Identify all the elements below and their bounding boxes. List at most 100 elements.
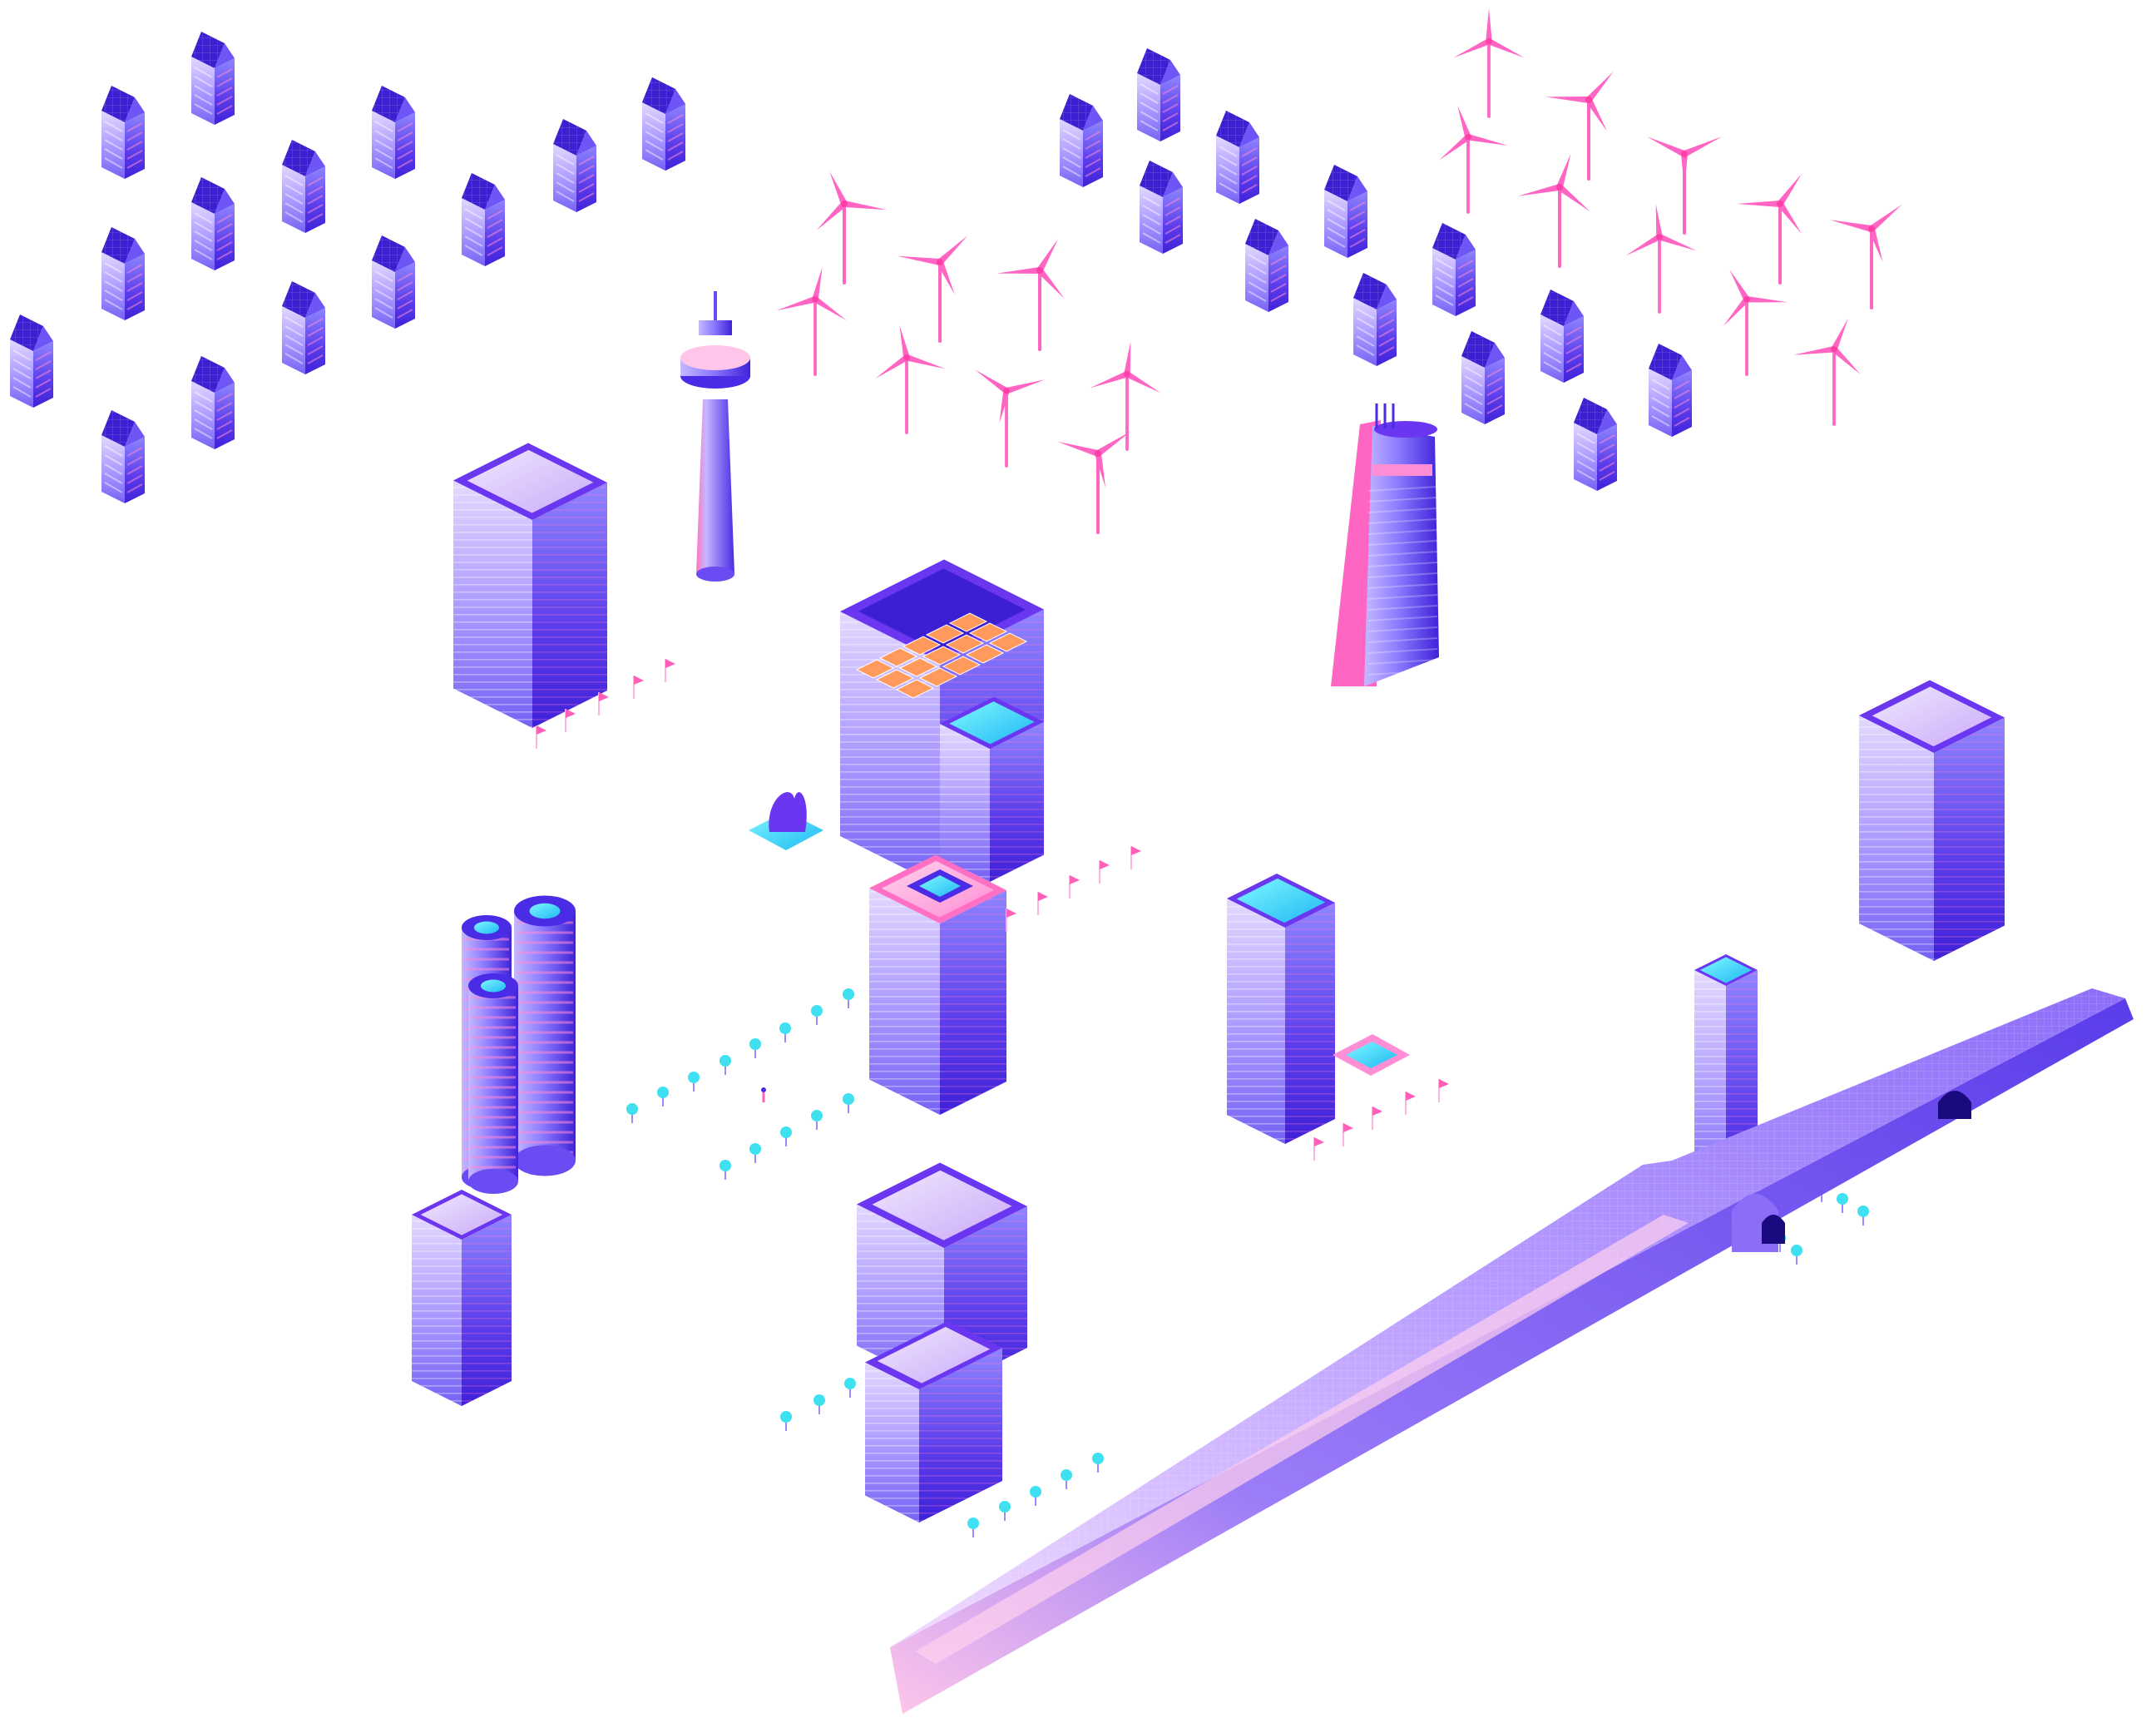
solar-panel [855,659,895,679]
tree [749,1038,761,1058]
turbine-blade [1655,204,1663,238]
campus-building-front [865,1320,1002,1522]
turbine-hub [841,201,848,207]
turbine-blade [1057,441,1100,457]
house-gable [305,151,325,176]
flag-cloth [1314,1137,1324,1146]
house-left-face [553,144,576,212]
turbine-blade [1625,234,1662,256]
small-office-southwest-roof-inner [420,1194,503,1235]
turbine-blade [975,369,1009,394]
house-left-face [1353,298,1377,366]
house [462,173,505,266]
tree-crown [813,1394,825,1406]
turbine-blade [1777,173,1802,205]
flag-cloth [566,709,576,718]
house-left-face [462,198,485,266]
sculpture-plaza [749,792,823,850]
turbine-hub [937,259,943,265]
turbine-blade [1832,347,1861,375]
turbine-blade [1467,134,1508,146]
sloped-skyscraper [1331,404,1439,686]
house-left-face [1461,356,1485,424]
wind-turbine [1829,204,1902,309]
solar-panel [925,624,965,644]
turbine-blade [1036,239,1058,272]
flag-cloth [1131,846,1141,855]
house-left-face [101,252,125,320]
turbine-blade [1746,295,1788,303]
turbine-hub [1656,233,1663,240]
small-office-southwest [412,1190,512,1406]
flag [1438,1079,1449,1102]
turbine-blade [899,324,910,359]
tree-crown [1030,1486,1041,1498]
flag [1037,892,1048,915]
tv-tower-shaft [696,399,734,574]
houses-layer [10,32,1692,503]
turbine-blade [1486,8,1492,42]
wind-turbine [1793,318,1861,426]
house [1461,331,1505,424]
flag [633,676,644,699]
round-tower [514,895,576,1176]
sloped-skyscraper-body [1364,426,1439,686]
tree-crown [843,988,854,1000]
tree-crown [779,1022,791,1034]
house-left-face [1432,248,1456,316]
house-gable [215,43,235,68]
flag [1405,1092,1416,1115]
turbine-blade [1036,268,1065,300]
house [10,314,53,408]
turbine-blade [1439,135,1471,161]
house-gable [1485,343,1505,368]
house-left-face [1574,423,1597,491]
elevated-bridge [890,988,2134,1714]
tree-crown [749,1038,761,1050]
turbine-hub [1124,370,1130,378]
tree [1857,1206,1869,1225]
abstract-sculpture [769,792,807,832]
hq-solar-array [855,612,1028,699]
house-gable [395,247,415,272]
campus-building-front-roof-inner [877,1326,991,1384]
turbine-blade [1729,269,1750,301]
headquarters-tower-roof-inner [858,568,1026,652]
solar-panel [898,657,938,677]
tree-crown [719,1055,731,1067]
flag [1130,846,1141,869]
campus-building-back-roof-inner [872,1170,1012,1240]
flag-cloth [1070,875,1080,884]
turbine-blade [816,201,848,230]
solar-panel [968,622,1008,642]
solar-panel [988,632,1028,652]
turbine-blade [1681,154,1688,189]
round-tower [468,973,518,1194]
house-left-face [1540,314,1564,383]
wind-turbine [975,369,1046,468]
turbine-hub [1486,37,1492,45]
campus-building-back [857,1162,1027,1389]
house-left-face [642,102,665,171]
solar-panel [948,612,988,632]
wind-turbines-layer [776,8,1902,534]
turbine-blade [937,235,968,265]
turbine-blade [813,296,847,321]
wind-turbine [1545,71,1614,181]
turbine-blade [1556,153,1571,189]
flag [1372,1107,1382,1130]
turbine-blade [776,296,817,311]
house-left-face [372,260,395,329]
wind-turbine [1625,204,1697,314]
turbine-blade [937,260,955,295]
turbine-blade [905,354,946,369]
turbine-hub [1465,133,1471,141]
house-gable [665,89,685,114]
solar-panel [945,634,985,654]
turbine-blade [1517,184,1561,196]
house [1245,219,1288,312]
round-towers [462,895,576,1194]
turbine-blade [999,390,1010,423]
house-left-face [191,202,215,270]
house-gable [1348,176,1367,201]
